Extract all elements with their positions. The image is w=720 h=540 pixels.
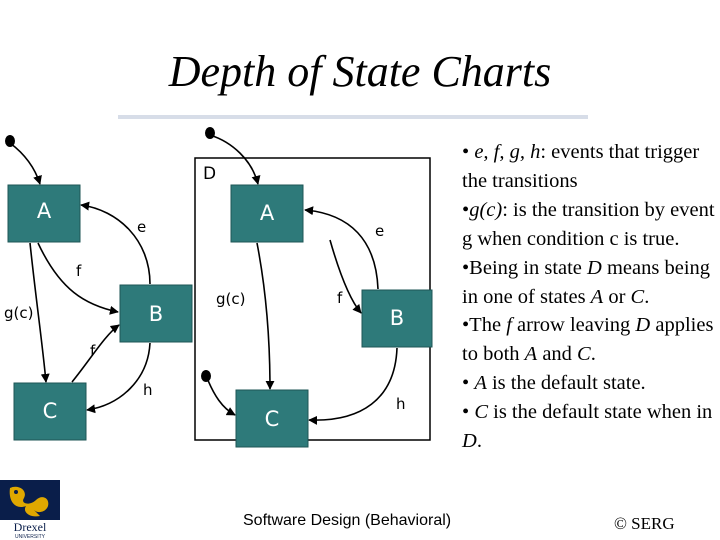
- bullet-text: g(c): [469, 198, 503, 221]
- bullet-text: D: [635, 314, 651, 337]
- left-initial-dot: [5, 135, 15, 147]
- bullet-text: •Being in state: [462, 256, 588, 279]
- bullet-text: A: [524, 343, 538, 366]
- bullet-text: : events that trigger the transitions: [462, 141, 700, 192]
- drexel-logo: Drexel UNIVERSITY: [0, 480, 60, 540]
- bullet-text: means being in one of states: [462, 256, 711, 308]
- bullet-text: D: [462, 430, 477, 453]
- left-label-f-a-b: f: [76, 262, 82, 280]
- bullet-item: • A is the default state.: [462, 369, 720, 398]
- bullet-text: applies to both: [462, 314, 714, 366]
- left-transition-h: [86, 342, 151, 414]
- bullet-text: A: [590, 285, 604, 308]
- left-state-b-label: B: [149, 302, 163, 326]
- bullet-text: f: [506, 314, 512, 337]
- bullet-item: • C is the default state when in D.: [462, 398, 720, 456]
- logo-subtitle: UNIVERSITY: [15, 534, 46, 540]
- bullet-item: •The f arrow leaving D applies to both A…: [462, 311, 720, 369]
- bullet-text: A: [474, 372, 487, 395]
- bullet-text: is the default state when in: [488, 401, 713, 424]
- left-state-a-label: A: [37, 199, 52, 223]
- bullet-text: .: [476, 430, 482, 453]
- left-label-g: g(c): [4, 304, 33, 322]
- bullet-text: •The: [462, 314, 507, 337]
- bullet-text: .: [590, 343, 596, 366]
- bullet-text: •: [462, 372, 475, 395]
- left-label-h: h: [143, 381, 153, 399]
- logo-name: Drexel: [14, 520, 47, 534]
- slide-title: Depth of State Charts: [168, 47, 552, 96]
- left-transition-e: [80, 201, 151, 285]
- bullet-text: or: [603, 285, 631, 308]
- bullet-text: C: [577, 343, 591, 366]
- left-default-arrow: [9, 142, 42, 185]
- bullet-text: C: [630, 285, 645, 308]
- bullet-text: .: [644, 285, 650, 308]
- bullet-text: is the default state.: [486, 372, 646, 395]
- right-transition-h: [308, 347, 398, 425]
- right-transition-g: [256, 242, 275, 390]
- title-underline: [118, 115, 588, 119]
- right-label-f: f: [337, 289, 343, 307]
- bullet-text: •: [462, 141, 475, 163]
- copyright-text: © SERG: [614, 514, 675, 533]
- left-state-c-label: C: [43, 399, 58, 423]
- right-state-a: A: [230, 184, 304, 243]
- left-state-a: A: [7, 184, 81, 243]
- bullet-text: •: [462, 198, 470, 221]
- right-default-arrow-a: [209, 134, 261, 185]
- right-label-e: e: [375, 222, 384, 240]
- left-transition-f-a-b: [37, 242, 119, 315]
- right-state-c-label: C: [265, 407, 280, 431]
- left-state-b: B: [119, 284, 193, 343]
- bullet-text: D: [587, 256, 602, 279]
- right-state-a-label: A: [260, 201, 275, 225]
- bullet-item: •g(c): is the transition by event g when…: [462, 196, 720, 254]
- bullet-text: : is the transition by event g when cond…: [462, 198, 715, 250]
- left-transition-f-c-b: [71, 324, 120, 383]
- left-label-e: e: [137, 218, 146, 236]
- bullet-item: •Being in state D means being in one of …: [462, 254, 720, 312]
- bullet-text: C: [474, 401, 488, 424]
- right-state-c: C: [235, 389, 309, 448]
- right-state-b-label: B: [390, 306, 404, 330]
- left-label-f-c-b: f: [90, 342, 96, 360]
- footer-text: Software Design (Behavioral): [243, 512, 452, 529]
- bullet-text: arrow leaving: [511, 314, 636, 337]
- superstate-d-label: D: [203, 164, 216, 184]
- right-label-g: g(c): [216, 290, 245, 308]
- bullet-list: • e, f, g, h: events that trigger the tr…: [462, 138, 720, 456]
- bullet-item: • e, f, g, h: events that trigger the tr…: [462, 138, 720, 196]
- right-default-arrow-c: [206, 377, 236, 416]
- right-initial-dot-c: [201, 370, 211, 382]
- right-initial-dot-a: [205, 127, 215, 139]
- bullet-text: and: [537, 343, 578, 366]
- bullet-text: •: [462, 401, 475, 424]
- right-transition-f: [329, 239, 362, 314]
- left-state-c: C: [13, 382, 87, 441]
- right-state-b: B: [361, 289, 433, 348]
- right-label-h: h: [396, 395, 406, 413]
- left-transition-g: [29, 242, 50, 383]
- right-transition-e: [304, 206, 379, 290]
- bullet-text: e, f, g, h: [474, 141, 541, 163]
